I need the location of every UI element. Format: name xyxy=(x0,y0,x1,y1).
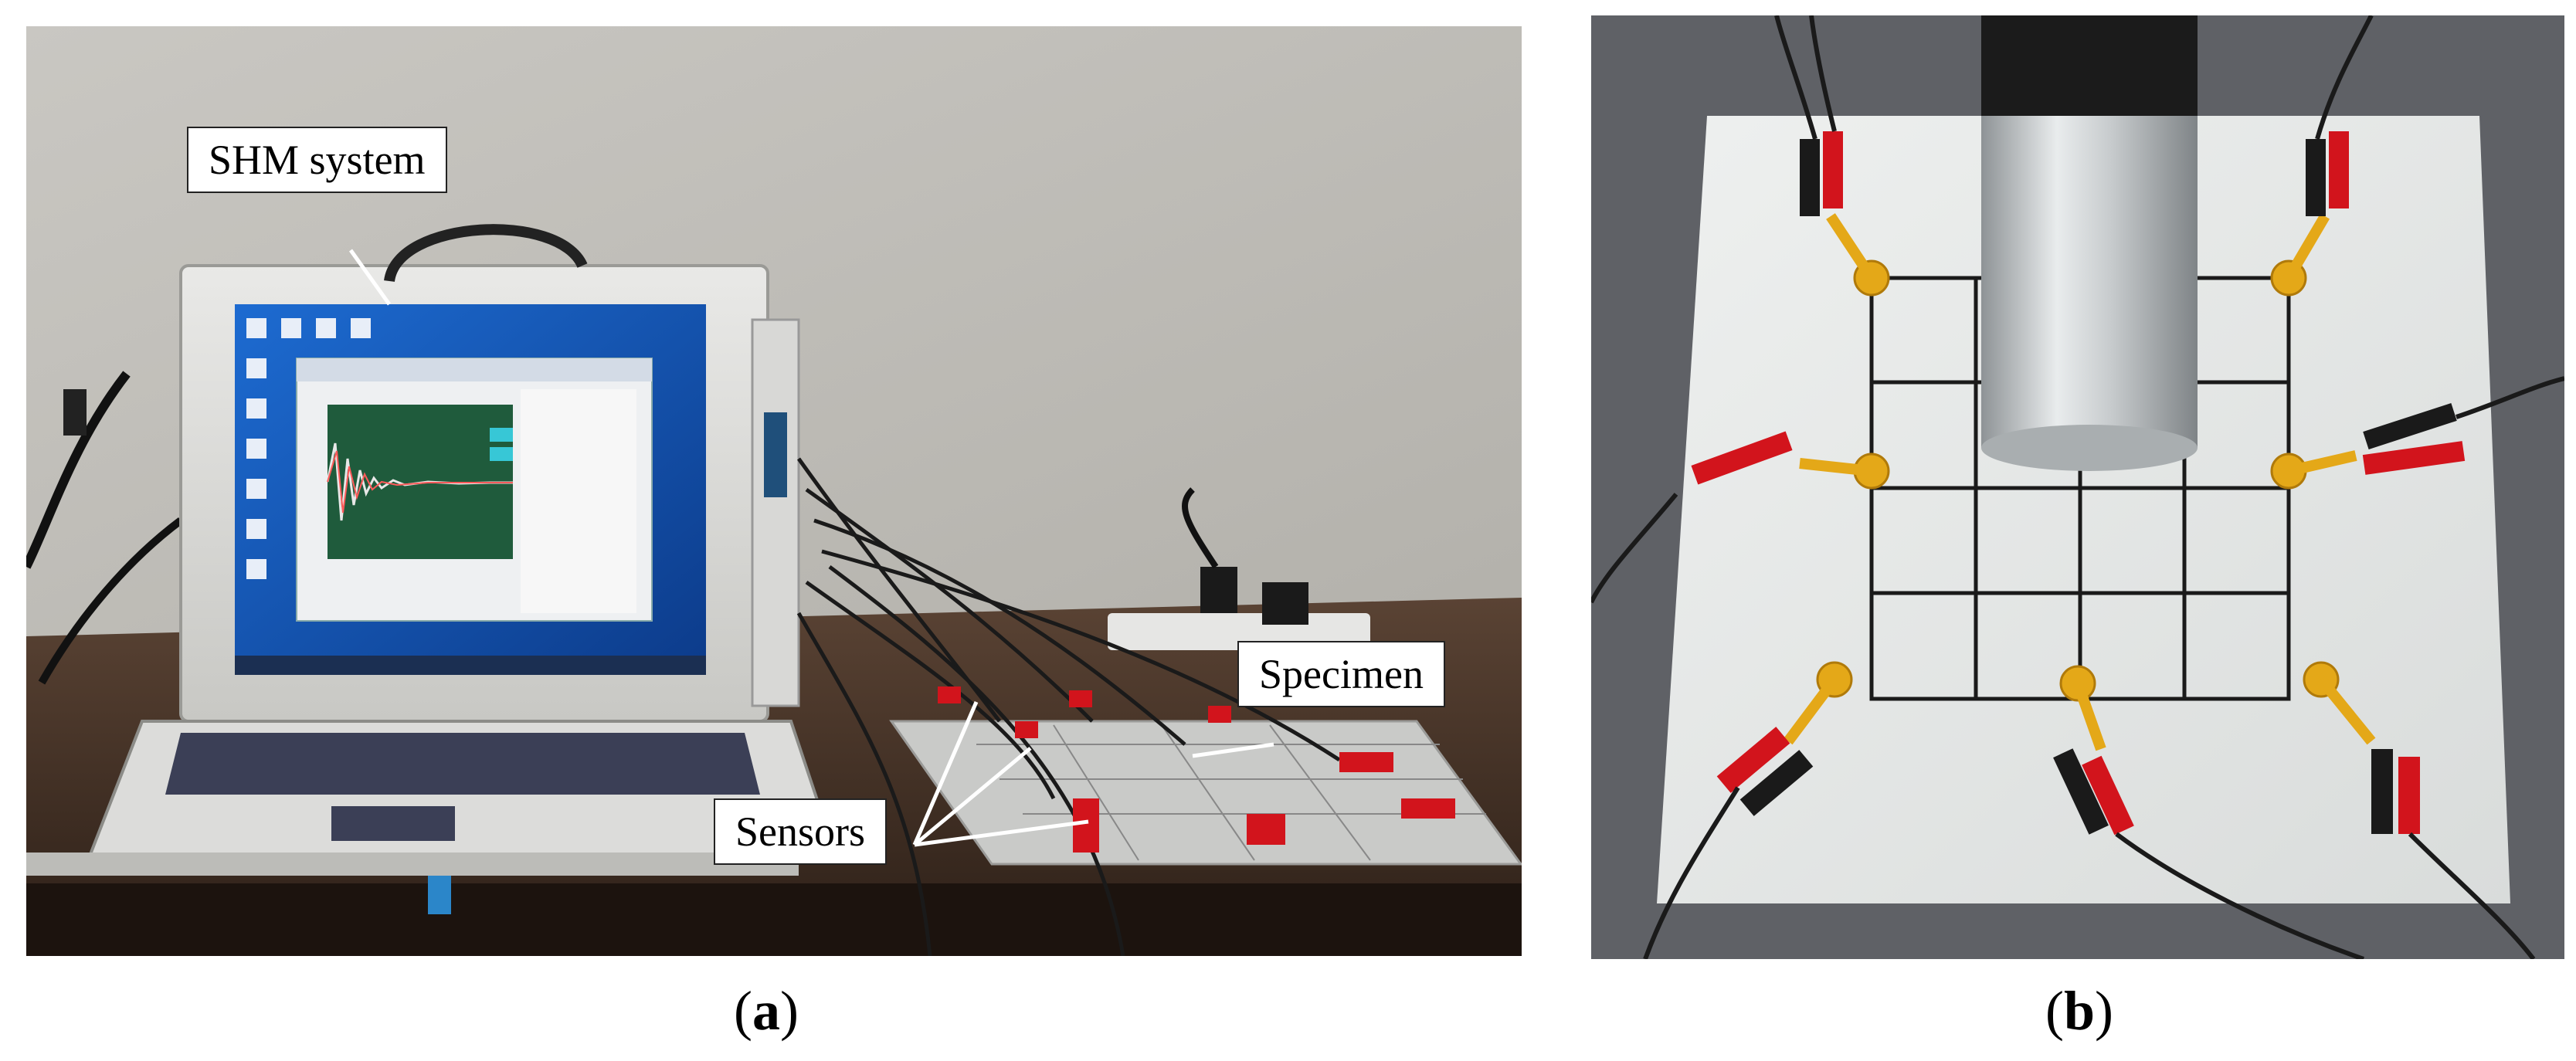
label-shm-system: SHM system xyxy=(187,127,447,193)
specimen-plate xyxy=(889,720,1522,866)
pzt-sensors xyxy=(1784,213,2376,751)
sensor-clips xyxy=(938,686,1455,853)
label-sensors: Sensors xyxy=(714,798,888,865)
alligator-clips xyxy=(1691,131,2466,836)
label-specimen: Specimen xyxy=(1237,641,1445,707)
photo-panel-b xyxy=(1591,15,2564,959)
caption-a: (a) xyxy=(734,980,799,1042)
caption-b: (b) xyxy=(2045,980,2114,1042)
photo-shm-setup xyxy=(26,26,1522,956)
photo-specimen-plate xyxy=(1591,15,2564,959)
photo-panel-a: SHM system Specimen Sensors xyxy=(26,26,1522,956)
